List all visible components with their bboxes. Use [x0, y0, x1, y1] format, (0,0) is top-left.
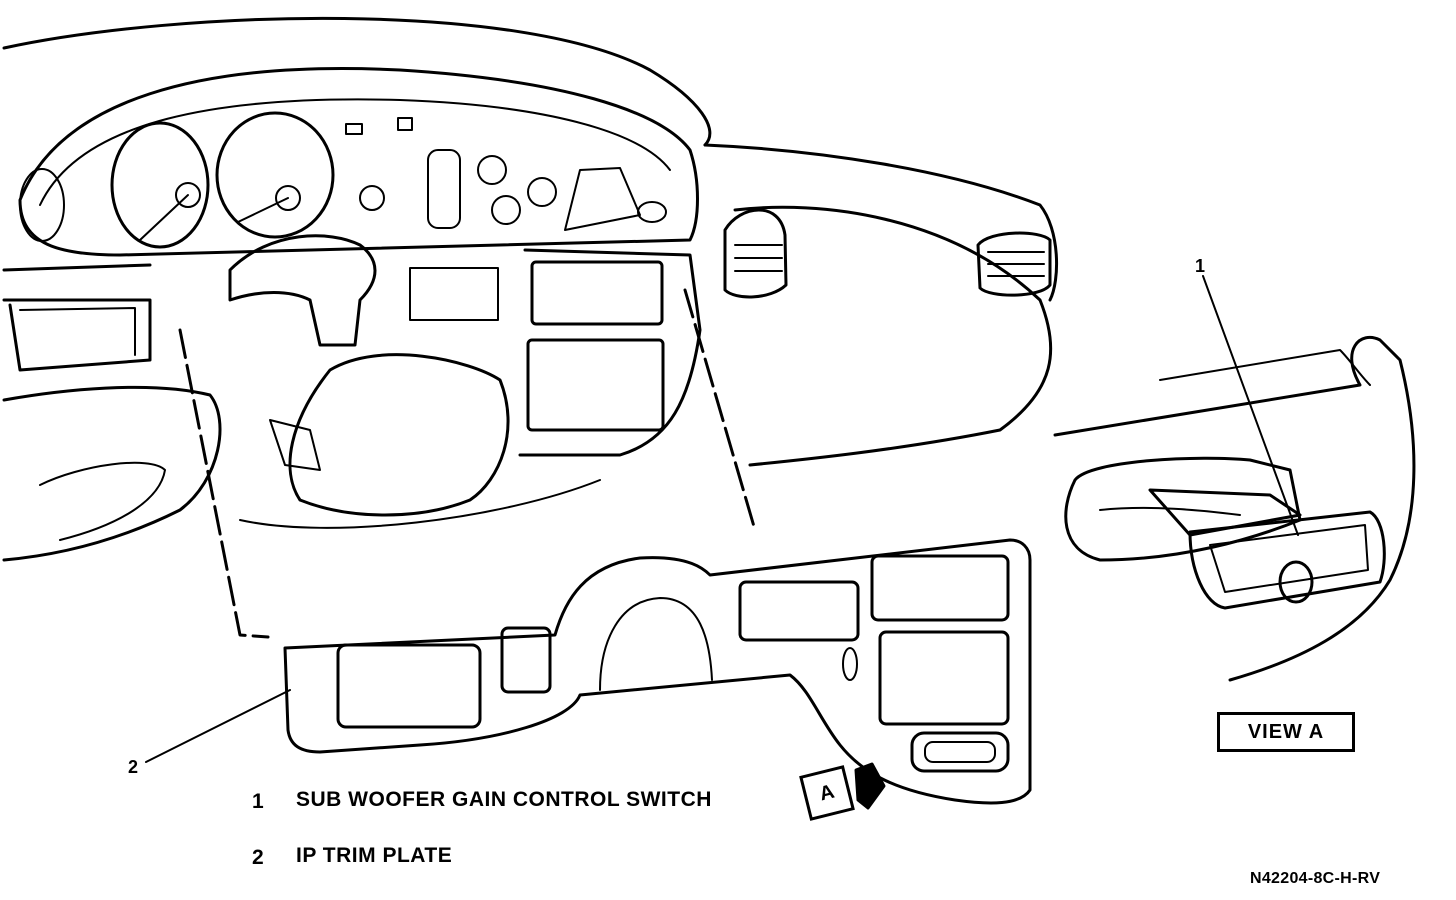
dash-right-top [703, 143, 1058, 302]
trim-slot [842, 647, 858, 681]
tachometer-gauge [110, 121, 210, 249]
dash-top-contour [2, 16, 712, 147]
view-a-recess-inner [1099, 506, 1241, 516]
cluster-knob [637, 201, 667, 223]
left-pod [19, 168, 65, 242]
speedo-hub [275, 185, 301, 211]
tach-hub [175, 182, 201, 208]
tiny-light-1 [345, 123, 363, 135]
right-vent [976, 231, 1052, 297]
cluster-inner-edge [39, 98, 671, 206]
legend-num-1: 1 [252, 790, 264, 813]
legend-text-1: SUB WOOFER GAIN CONTROL SWITCH [296, 788, 712, 811]
view-a-switch-body [1148, 488, 1302, 537]
small-gauge-1 [359, 185, 385, 211]
trim-switch-housing [910, 731, 1010, 773]
trim-opening-3 [738, 580, 860, 642]
speedo-needle [237, 197, 289, 223]
trim-opening-4 [870, 554, 1010, 622]
tach-needle [139, 194, 189, 241]
view-a-panel-edge [1159, 349, 1371, 386]
dash-small-opening [409, 267, 499, 321]
lower-dash-left [2, 263, 152, 372]
view-a-recess [1064, 456, 1302, 562]
steering-column-shroud [288, 353, 510, 517]
trim-switch [924, 741, 996, 763]
trim-opening-5 [878, 630, 1010, 726]
steering-column-mount [228, 234, 377, 347]
knee-panel [2, 385, 222, 562]
figure-code: N42204-8C-H-RV [1250, 870, 1381, 887]
legend-num-2: 2 [252, 846, 264, 869]
view-a-arrow [854, 762, 886, 810]
view-a-outline [1053, 335, 1416, 682]
align-line-left [178, 328, 270, 639]
dash-radio-lower [526, 338, 665, 432]
callout-2: 2 [128, 757, 139, 777]
legend-text-2: IP TRIM PLATE [296, 844, 453, 867]
dash-lower-sweep [239, 479, 601, 529]
view-a-switch-bezel [1188, 510, 1386, 610]
dash-center-frame [518, 248, 702, 457]
view-a-label: VIEW A [1217, 712, 1355, 752]
speedometer-gauge [215, 111, 335, 239]
column-bracket [269, 419, 321, 471]
leader-line-2 [145, 689, 291, 763]
align-line-right [683, 288, 757, 532]
dash-right-lower [733, 205, 1053, 467]
ip-trim-plate [283, 538, 1032, 805]
ip-trim-plate-inner [599, 597, 713, 691]
callout-1: 1 [1195, 256, 1206, 276]
trim-opening-1 [336, 643, 482, 729]
cluster-hood [18, 67, 699, 257]
trim-opening-2 [500, 626, 552, 694]
small-gauge-4 [527, 177, 557, 207]
indicator-rect [427, 149, 461, 229]
tiny-light-2 [397, 117, 413, 131]
view-a-switch-face [1209, 524, 1369, 593]
dash-radio-upper [530, 260, 664, 326]
sub-woofer-gain-knob [1278, 560, 1314, 604]
lower-dash-left-inner [19, 307, 136, 356]
leader-line-1 [1202, 275, 1299, 536]
small-gauge-2 [477, 155, 507, 185]
small-gauge-3 [491, 195, 521, 225]
center-vent [723, 208, 788, 299]
knee-panel-inner [39, 461, 166, 541]
cluster-switch [564, 167, 641, 231]
